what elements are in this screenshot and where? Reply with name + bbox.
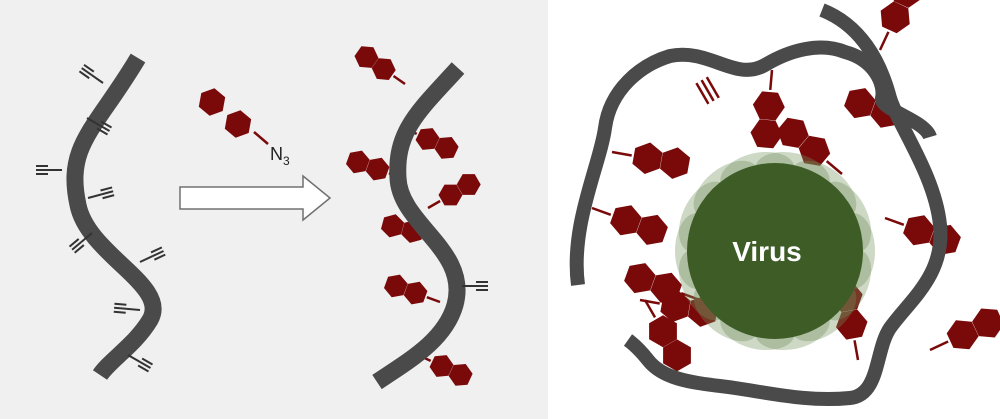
hexagon-ring [403, 281, 428, 305]
hexagon-ring [624, 263, 656, 294]
virus-label: Virus [732, 236, 802, 267]
hexagon-chain [384, 274, 441, 305]
hexagon-ring [381, 214, 405, 238]
hexagon-ring [880, 1, 910, 34]
hexagon-ring [777, 117, 809, 148]
hexagon-ring [354, 46, 379, 68]
hexagon-ring [415, 128, 440, 150]
hexagon-chain [354, 46, 406, 86]
hexagon-ring [903, 215, 935, 246]
hexagon-ring [365, 157, 390, 181]
hexagon-ring [636, 214, 668, 245]
hexagon-ring [750, 119, 783, 149]
reaction-arrow [179, 174, 332, 222]
hexagon-chain [750, 69, 785, 149]
hexagon-ring [752, 91, 785, 121]
hexagon-chain [611, 142, 691, 179]
hexagon-groups-conjugated [346, 46, 481, 386]
hexagon-ring [434, 137, 459, 159]
hexagon-chain [591, 205, 668, 245]
hexagon-ring [384, 274, 408, 298]
polymer-strand-left [66, 53, 162, 381]
hexagon-ring [429, 355, 454, 377]
hexagon-ring [660, 147, 691, 179]
hexagon-ring [371, 58, 396, 80]
virus-core [687, 163, 863, 339]
hexagon-ring [632, 142, 663, 174]
hexagon-ring [198, 88, 226, 116]
hexagon-ring [798, 135, 831, 166]
hexagon-chain [417, 353, 473, 386]
virus-particle: Virus [675, 151, 875, 351]
alkyne-group-remaining [461, 281, 489, 291]
hexagon-chain [624, 263, 701, 303]
hexagon-ring [650, 272, 682, 303]
polymer-strand-conjugated [372, 62, 466, 390]
hexagon-ring [610, 205, 642, 236]
hexagon-ring [836, 309, 868, 340]
polymer-strand-complex-b [623, 3, 948, 407]
hexagon-chain [777, 117, 843, 175]
hexagon-ring [893, 0, 920, 8]
hexagon-ring [844, 88, 876, 119]
hexagon-chain [929, 308, 1000, 352]
hexagon-groups-complex [591, 0, 1000, 372]
polymer-strands-complex [569, 3, 948, 407]
hexagon-chain [427, 174, 481, 210]
azide-reagent: N3 [198, 88, 290, 168]
hexagon-ring [649, 315, 677, 348]
hexagon-chain [884, 215, 961, 255]
hexagon-ring [946, 320, 979, 350]
hexagon-ring [456, 174, 481, 195]
hexagon-ring [346, 150, 370, 174]
hexagon-chain [878, 0, 920, 51]
hexagon-ring [972, 308, 1000, 338]
hexagon-ring [438, 184, 463, 206]
reagent-label: N3 [270, 144, 290, 168]
hexagon-ring [448, 364, 473, 386]
hexagon-ring [224, 110, 252, 138]
hexagon-chain [643, 299, 691, 372]
hexagon-ring [663, 339, 691, 372]
